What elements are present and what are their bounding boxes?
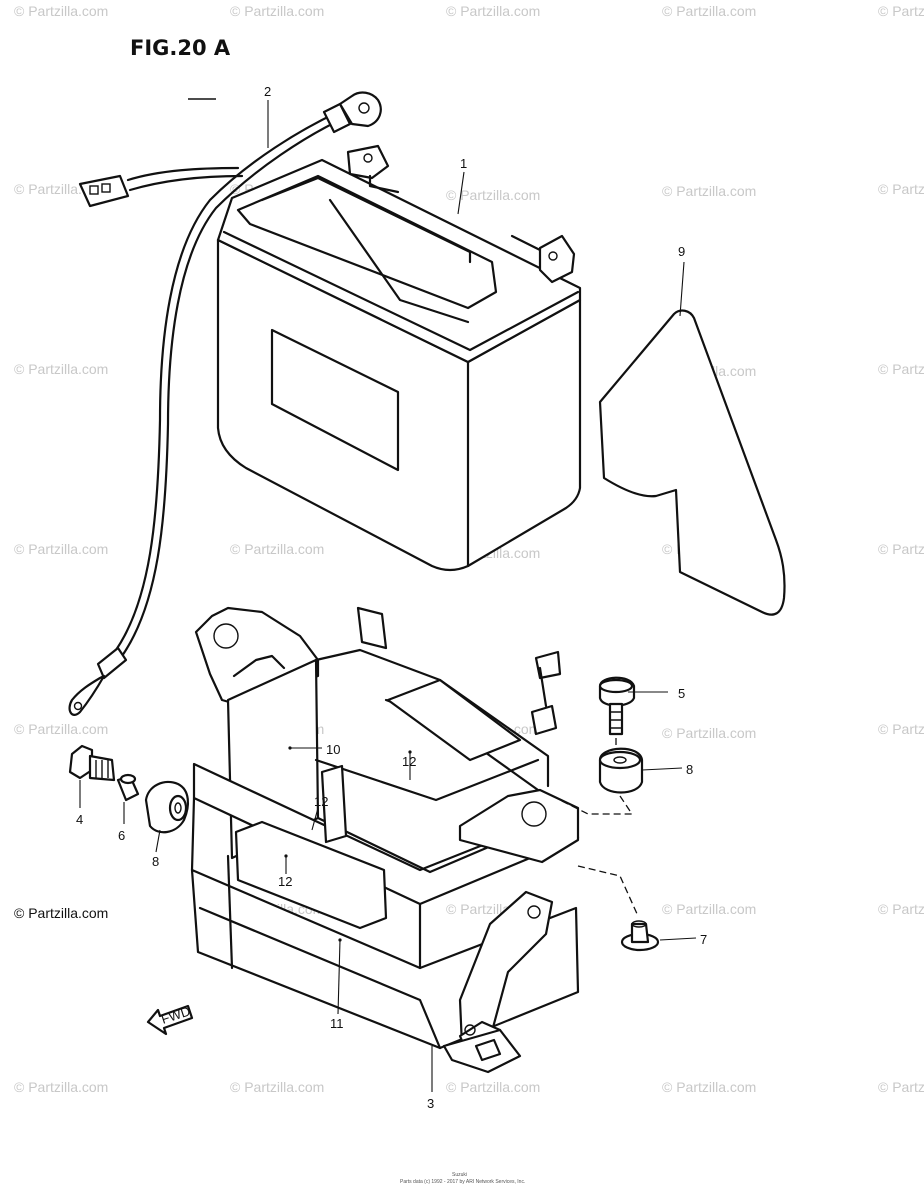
callout-5: 5 bbox=[678, 686, 685, 701]
leader-dot bbox=[288, 746, 292, 750]
watermark: © Partzilla.com bbox=[662, 1079, 756, 1095]
watermark: © Partzilla.com bbox=[14, 3, 108, 19]
fwd-arrow: FWD bbox=[146, 1003, 194, 1036]
watermark: © Partzilla.com bbox=[878, 901, 924, 917]
watermark: © Partzilla.com bbox=[14, 1079, 108, 1095]
leader-dot bbox=[284, 854, 288, 858]
callout-labels: 1 2 3 4 5 6 7 8 8 9 10 11 12 12 12 bbox=[76, 84, 707, 1111]
watermark: © Partzilla.com bbox=[878, 1079, 924, 1095]
callout-10: 10 bbox=[326, 742, 340, 757]
watermark: © Partzilla.com bbox=[878, 721, 924, 737]
watermark: © Partzilla.com bbox=[446, 187, 540, 203]
callout-11: 11 bbox=[330, 1016, 344, 1031]
footer-line-2: Parts data (c) 1992 - 2017 by ARI Networ… bbox=[400, 1179, 525, 1185]
watermark: © Partzilla.com bbox=[230, 541, 324, 557]
watermark: © Partzilla.com bbox=[230, 3, 324, 19]
watermark: © Partzilla.com bbox=[230, 1079, 324, 1095]
watermark: © Partzilla.com bbox=[14, 541, 108, 557]
callout-3: 3 bbox=[427, 1096, 434, 1111]
callout-7: 7 bbox=[700, 932, 707, 947]
callout-6: 6 bbox=[118, 828, 125, 843]
watermark: © Partzilla.com bbox=[446, 1079, 540, 1095]
mounting-hardware-right bbox=[559, 676, 660, 952]
watermark: © Partzilla.com bbox=[14, 361, 108, 377]
callout-12-top: 12 bbox=[402, 754, 416, 769]
leader-lines bbox=[79, 100, 697, 1092]
watermark: © Partzilla.com bbox=[662, 183, 756, 199]
callout-12-bottom: 12 bbox=[278, 874, 292, 889]
callout-8-right: 8 bbox=[686, 762, 693, 777]
battery-cable bbox=[68, 91, 382, 716]
battery-case bbox=[190, 606, 580, 1074]
figure-title: FIG.20 A bbox=[130, 36, 231, 60]
watermark: © Partzilla.com bbox=[662, 901, 756, 917]
watermark: © Partzilla.com bbox=[446, 3, 540, 19]
watermark: © Partzilla.com bbox=[662, 725, 756, 741]
callout-1: 1 bbox=[460, 156, 467, 171]
callout-8-left: 8 bbox=[152, 854, 159, 869]
footer-line-1: Suzuki bbox=[452, 1172, 467, 1178]
callout-9: 9 bbox=[678, 244, 685, 259]
watermark: © Partzilla.com bbox=[662, 3, 756, 19]
battery bbox=[216, 144, 582, 572]
copyright-credit: © Partzilla.com bbox=[14, 905, 108, 921]
watermark: © Partzilla.com bbox=[878, 3, 924, 19]
watermark: © Partzilla.com bbox=[14, 721, 108, 737]
callout-2: 2 bbox=[264, 84, 271, 99]
leader-dot bbox=[408, 750, 412, 754]
leader-dot bbox=[338, 938, 342, 942]
callout-4: 4 bbox=[76, 812, 83, 827]
watermark: © Partzilla.com bbox=[878, 181, 924, 197]
battery-cover-sheet bbox=[598, 309, 786, 616]
watermark: © Partzilla.com bbox=[878, 361, 924, 377]
callout-12-mid: 12 bbox=[314, 794, 328, 809]
mounting-hardware-left bbox=[68, 744, 190, 834]
watermark: © Partzilla.com bbox=[878, 541, 924, 557]
